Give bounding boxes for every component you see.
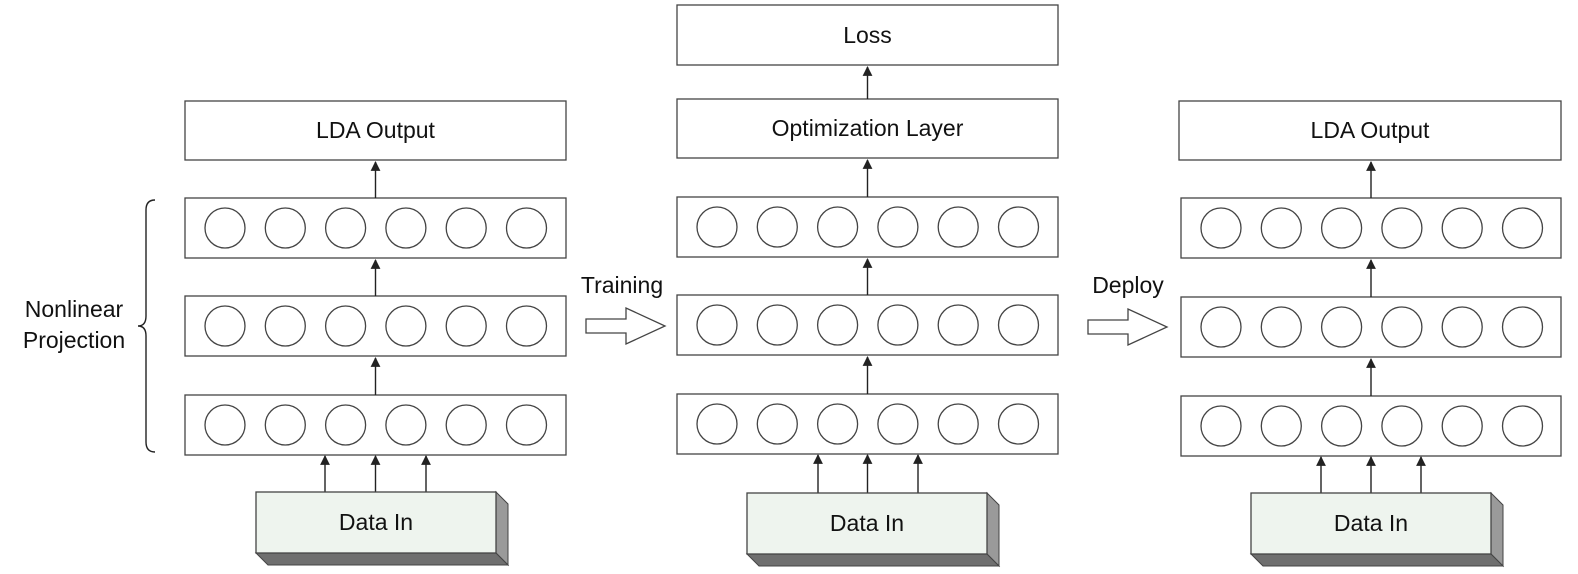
middle-hidden-layer-2	[676, 294, 1059, 356]
middle-hidden-layers	[676, 196, 1059, 455]
optimization-layer-box	[676, 98, 1059, 159]
loss-label: Loss	[843, 22, 892, 48]
left-layer-3-neuron	[385, 404, 427, 446]
left-layer-2-neuron	[385, 305, 427, 347]
right-layer-2-neuron	[1441, 306, 1483, 348]
left-layer-3-neuron	[505, 404, 548, 446]
middle-layer-1-neuron	[997, 206, 1040, 248]
middle-data-in-label: Data In	[830, 510, 904, 536]
left-layer-3-neuron	[264, 404, 306, 446]
left-hidden-layer-1	[184, 197, 567, 259]
right-hidden-layer-3	[1180, 395, 1562, 457]
left-hidden-layer-3	[184, 394, 567, 456]
right-layer-1-neuron	[1320, 207, 1363, 249]
right-layer-2-neuron	[1381, 306, 1423, 348]
right-layer-3-neuron	[1200, 405, 1242, 447]
middle-network: Loss Optimization Layer Data In	[676, 4, 1059, 568]
training-label: Training	[581, 272, 663, 298]
middle-layer-2-neuron	[997, 304, 1040, 346]
training-transition: Training	[581, 272, 667, 346]
middle-layer-3-neuron	[937, 403, 979, 445]
deploy-label: Deploy	[1092, 272, 1164, 298]
right-lda-output-label: LDA Output	[1311, 117, 1431, 143]
left-layer-2-neuron	[505, 305, 548, 347]
middle-layer-1-neuron	[937, 206, 979, 248]
right-layer-2-neuron	[1200, 306, 1242, 348]
left-hidden-layers	[184, 197, 567, 456]
left-data-in-block: Data In	[254, 490, 510, 567]
optimization-layer-label: Optimization Layer	[772, 115, 964, 141]
middle-layer-1-neuron	[877, 206, 919, 248]
training-arrow-icon	[585, 306, 667, 346]
middle-data-in-block: Data In	[745, 491, 1001, 568]
left-layer-2-neuron	[445, 305, 487, 347]
right-layer-1-neuron	[1381, 207, 1423, 249]
right-layer-3-neuron	[1320, 405, 1363, 447]
left-layer-1-neuron	[505, 207, 548, 249]
middle-layer-2-neuron	[696, 304, 738, 346]
left-layer-1-neuron	[264, 207, 306, 249]
left-layer-3-neuron	[204, 404, 246, 446]
right-layer-1-neuron	[1260, 207, 1302, 249]
deploy-transition: Deploy	[1087, 272, 1169, 347]
deploy-arrow-icon	[1087, 307, 1169, 347]
right-hidden-layer-1	[1180, 197, 1562, 259]
left-layer-1-neuron	[445, 207, 487, 249]
right-layer-2-neuron	[1260, 306, 1302, 348]
middle-layer-2-neuron	[877, 304, 919, 346]
middle-layer-3-neuron	[877, 403, 919, 445]
middle-layer-1-neuron	[816, 206, 859, 248]
left-lda-output-label: LDA Output	[316, 117, 436, 143]
loss-box	[676, 4, 1059, 66]
right-hidden-layers	[1180, 197, 1562, 457]
left-lda-output-box	[184, 100, 567, 161]
left-layer-1-neuron	[204, 207, 246, 249]
middle-layer-2-neuron	[816, 304, 859, 346]
middle-layer-3-neuron	[997, 403, 1040, 445]
left-layer-2-neuron	[324, 305, 367, 347]
middle-layer-2-neuron	[937, 304, 979, 346]
left-layer-2-neuron	[204, 305, 246, 347]
bracket-label-line2: Projection	[23, 327, 125, 353]
left-layer-1-neuron	[324, 207, 367, 249]
left-layer-3-neuron	[324, 404, 367, 446]
middle-layer-3-neuron	[756, 403, 798, 445]
middle-layer-2-neuron	[756, 304, 798, 346]
right-lda-output-box	[1178, 100, 1562, 161]
middle-layer-3-neuron	[696, 403, 738, 445]
right-layer-1-neuron	[1200, 207, 1242, 249]
right-layer-2-neuron	[1501, 306, 1544, 348]
right-data-in-label: Data In	[1334, 510, 1408, 536]
right-data-in-block: Data In	[1249, 491, 1505, 568]
right-layer-3-neuron	[1381, 405, 1423, 447]
right-layer-3-neuron	[1441, 405, 1483, 447]
left-layer-1-neuron	[385, 207, 427, 249]
middle-layer-1-neuron	[696, 206, 738, 248]
left-network: LDA Output Data In Nonlinear Projection	[23, 100, 567, 567]
left-data-in-label: Data In	[339, 509, 413, 535]
right-layer-1-neuron	[1441, 207, 1483, 249]
middle-layer-1-neuron	[756, 206, 798, 248]
right-layer-3-neuron	[1501, 405, 1544, 447]
right-layer-3-neuron	[1260, 405, 1302, 447]
middle-hidden-layer-3	[676, 393, 1059, 455]
nonlinear-projection-bracket	[137, 199, 156, 453]
right-layer-2-neuron	[1320, 306, 1363, 348]
middle-hidden-layer-1	[676, 196, 1059, 258]
right-layer-1-neuron	[1501, 207, 1544, 249]
bracket-label-line1: Nonlinear	[25, 296, 124, 322]
left-layer-3-neuron	[445, 404, 487, 446]
right-network: LDA Output Data In	[1178, 100, 1562, 568]
middle-layer-3-neuron	[816, 403, 859, 445]
left-layer-2-neuron	[264, 305, 306, 347]
right-hidden-layer-2	[1180, 296, 1562, 358]
